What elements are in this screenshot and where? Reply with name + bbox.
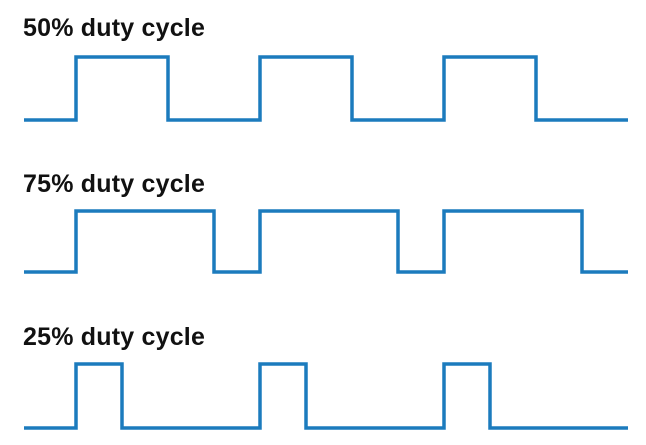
waveform-title-50: 50% duty cycle bbox=[23, 14, 206, 42]
square-wave-50 bbox=[24, 55, 628, 122]
square-wave-75 bbox=[24, 209, 628, 274]
square-wave-25 bbox=[24, 362, 628, 430]
waveform-title-25: 25% duty cycle bbox=[23, 323, 206, 351]
waveform-title-75: 75% duty cycle bbox=[23, 170, 206, 198]
